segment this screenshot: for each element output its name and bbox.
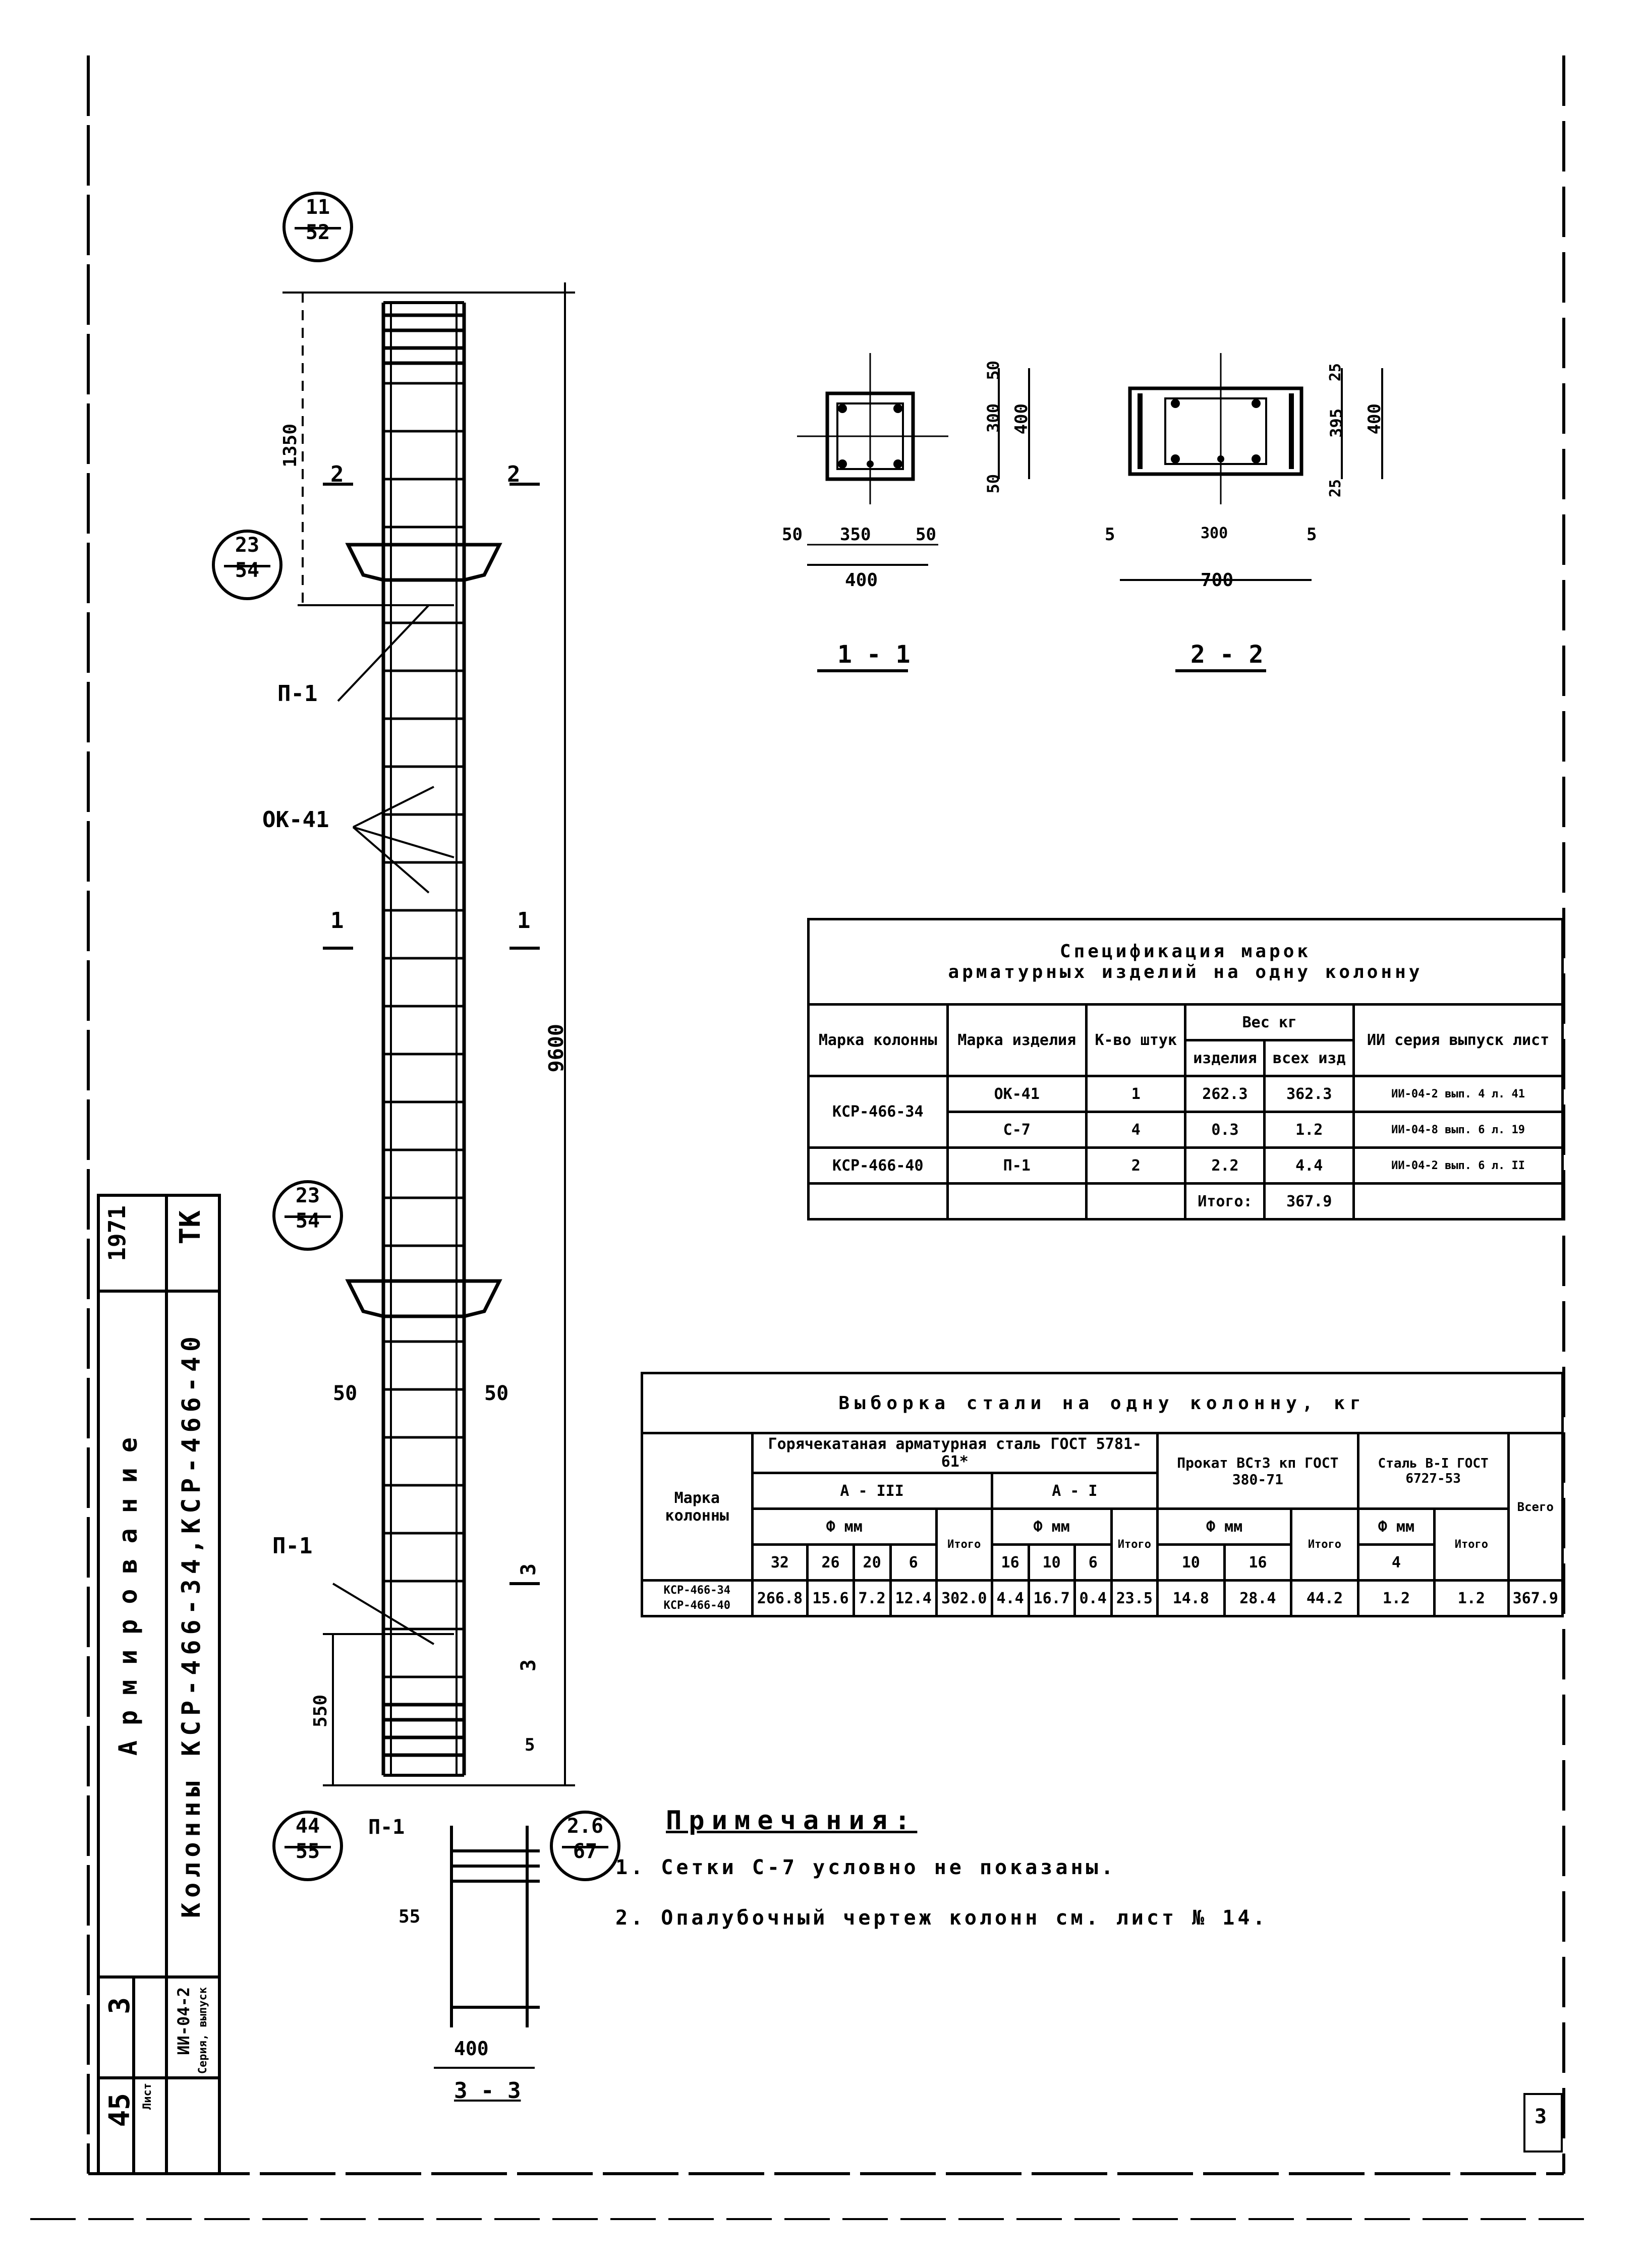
detail-title: 3 - 3 [454,2078,521,2104]
sec2-dim-5b: 5 [1307,525,1317,545]
detail-width: 400 [454,2038,489,2060]
mark-p1-bottom: П-1 [272,1533,313,1559]
sec1-dim-v1: 50 [984,361,1003,380]
title-block-sheet-label: Серия, выпуск [197,1987,209,2074]
sec1-dim-b: 50 [782,525,803,545]
steel-class-a1: А - I [990,1472,1159,1510]
sec1-dim-v3: 50 [984,474,1003,494]
section-mark-3-right: 3 [517,1563,540,1576]
column-elevation [282,282,575,1786]
note-1: 1. Сетки С-7 условно не показаны. [615,1856,1116,1879]
steel-group1: Горячекатаная арматурная сталь ГОСТ 5781… [751,1432,1159,1474]
table-row: КСР-466-40 П-1 2 2.2 4.4 ИИ-04-2 вып. 6 … [807,1146,1564,1185]
mark-ok41: ОК-41 [262,807,329,833]
steel-table-title: Выборка стали на одну колонну, кг [641,1372,1564,1434]
title-block-series: ТК [174,1210,207,1245]
section-mark-3-right-b: 3 [517,1659,540,1672]
section-mark-1-right: 1 [517,908,531,934]
steel-col-mark: Марка колонны [641,1432,754,1582]
sec2-dim-vtotal: 400 [1365,403,1385,435]
section-1-1-drawing [797,353,1030,672]
spec-header-mark-col: Марка колонны [807,1003,949,1077]
steel-selection-table: Выборка стали на одну колонну, кг Марка … [641,1372,1564,1617]
notes-title: Примечания: [666,1806,918,1836]
spec-header-weight: Вес кг [1184,1003,1355,1041]
table-row: С-7 4 0.3 1.2 ИИ-04-8 вып. 6 л. 19 [809,1111,1564,1149]
steel-col-total: Всего [1507,1432,1564,1582]
dim-50-right: 50 [484,1382,509,1405]
sec1-dim-v2: 300 [984,403,1003,433]
title-block-sheet-no-label: Лист [141,2083,154,2110]
corner-stamp: 3 [1523,2093,1563,2153]
section-mark-1-left: 1 [330,908,344,934]
title-block-issue: 3 [103,1997,136,2014]
mark-p1-detail: П-1 [368,1816,405,1839]
sec2-dim-total: 700 [1201,570,1234,591]
section-1-1-title: 1 - 1 [837,641,911,669]
table-row-total: Итого: 367.9 [807,1182,1564,1220]
sec2-dim-v1: 25 [1327,363,1344,382]
sec1-dim-mid: 350 [840,525,871,545]
mark-p1-top: П-1 [277,681,318,707]
steel-group3: Сталь В-I ГОСТ 6727-53 [1356,1432,1510,1510]
spec-subheader-all: всех изд [1263,1039,1355,1077]
note-2: 2. Опалубочный чертеж колонн см. лист № … [615,1906,1268,1930]
sec2-dim-v2: 395 [1327,409,1346,438]
section-mark-2-left: 2 [330,461,344,487]
steel-class-a3: А - III [751,1472,993,1510]
spec-subheader-item: изделия [1184,1039,1266,1077]
dim-top: 1350 [280,424,301,468]
title-block-title: Колонны КСР-466-34,КСР-466-40 [177,1331,206,1918]
spec-header-ref: ИИ серия выпуск лист [1352,1003,1564,1077]
dim-5: 5 [525,1735,535,1755]
sec1-dim-c: 50 [916,525,936,545]
sec2-dim-v3: 25 [1327,479,1344,498]
detail-dim-55: 55 [399,1906,421,1927]
title-block-subtitle: Армирование [113,1422,143,1756]
dim-50-left: 50 [333,1382,358,1405]
section-mark-2-right: 2 [507,461,521,487]
sec1-dim-total: 400 [845,570,878,591]
dim-total-height: 9600 [545,1024,568,1073]
detail-3-3 [434,1826,540,2069]
spec-header-qty: К-во штук [1085,1003,1187,1077]
table-row: КСР-466-34 ОК-41 1 262.3 362.3 ИИ-04-2 в… [807,1075,1564,1149]
dim-bottom: 550 [310,1695,331,1728]
title-block-year: 1971 [103,1205,131,1261]
title-block-sheet-series: ИИ-04-2 [174,1987,193,2055]
title-block-frame [97,1194,221,2175]
sec1-dim-vtotal: 400 [1011,403,1032,435]
sec2-dim-5a: 5 [1105,525,1115,545]
section-2-2-drawing [1120,353,1383,672]
title-block-sheet-no: 45 [103,2093,136,2127]
section-2-2-title: 2 - 2 [1190,641,1264,669]
steel-group2: Прокат ВСт3 кп ГОСТ 380-71 [1156,1432,1359,1510]
spec-header-mark-item: Марка изделия [946,1003,1088,1077]
rebar-dots [838,399,1261,469]
sec2-dim-mid: 300 [1201,525,1228,542]
